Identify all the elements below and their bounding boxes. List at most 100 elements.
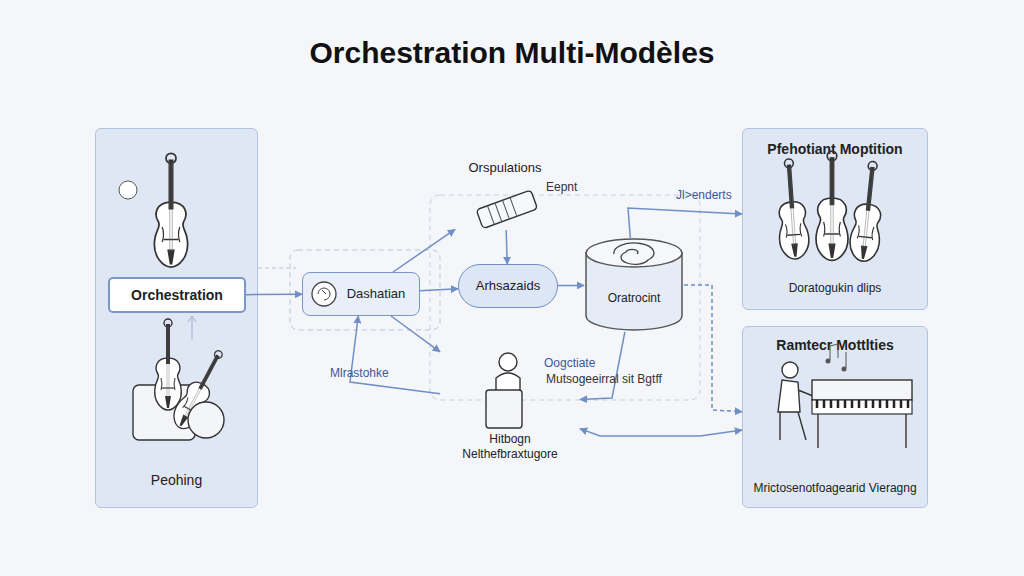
spiral-symbol bbox=[614, 243, 654, 264]
violin-strings bbox=[863, 169, 873, 248]
f-hole bbox=[785, 223, 801, 237]
round-icon-mark bbox=[318, 288, 330, 300]
storage-cylinder: Oratrocint bbox=[584, 238, 684, 332]
device-node: Orspulations bbox=[455, 160, 555, 230]
device-stripes bbox=[487, 198, 516, 225]
music-note-head bbox=[826, 359, 831, 364]
violin-bridge bbox=[825, 233, 839, 234]
dashed-frame bbox=[430, 195, 700, 400]
violin-bridge bbox=[184, 406, 194, 411]
instrument-case bbox=[133, 385, 195, 440]
violin-bridge bbox=[787, 234, 800, 236]
violin-strings bbox=[788, 167, 796, 246]
connector-arrow bbox=[628, 208, 742, 238]
f-hole bbox=[183, 398, 200, 414]
violin-bridge bbox=[859, 236, 872, 237]
violin-illustration bbox=[816, 151, 848, 260]
node-text: Orspulations bbox=[469, 160, 542, 176]
node-text: Mrictosenotfoagearid Vieragng bbox=[753, 481, 916, 495]
process-pill: Arhsazaids bbox=[458, 264, 558, 308]
violin-tailpiece bbox=[828, 244, 835, 258]
violin-neck bbox=[198, 355, 219, 390]
violin-body bbox=[155, 358, 182, 410]
person-body bbox=[778, 380, 818, 412]
violin-tailpiece bbox=[860, 245, 868, 259]
violin-body bbox=[777, 201, 810, 260]
output-panel: Ramtecr MottltiesMrictosenotfoagearid Vi… bbox=[742, 326, 928, 508]
person-body bbox=[496, 373, 520, 392]
piano-keys bbox=[812, 400, 912, 414]
violin-scroll bbox=[868, 161, 878, 171]
node-text: Ramtecr Mottlties bbox=[776, 337, 893, 354]
connector-arrow bbox=[558, 285, 584, 287]
edge-label: Jl>enderts bbox=[676, 188, 732, 202]
desk-box bbox=[486, 390, 522, 428]
process-box: Orchestration bbox=[108, 277, 246, 313]
drum-shape bbox=[188, 402, 224, 438]
f-hole bbox=[161, 378, 175, 390]
connector-arrow bbox=[393, 229, 455, 272]
violin-illustration bbox=[155, 319, 182, 410]
gear-icon bbox=[119, 181, 137, 199]
violin-neck bbox=[169, 160, 174, 210]
violin-illustration bbox=[848, 160, 888, 263]
violin-scroll bbox=[164, 319, 172, 327]
node-text: Hitbogn Nelthefbraxtugore bbox=[440, 432, 580, 461]
connector-arrow bbox=[420, 289, 458, 291]
annotation-label: Mutsogeeirral sit Bgtff bbox=[546, 372, 662, 386]
violin-scroll bbox=[784, 159, 793, 168]
diagram-title: Orchestration Multi-Modèles bbox=[0, 36, 1024, 70]
violin-scroll bbox=[166, 153, 176, 163]
violin-strings bbox=[184, 357, 218, 418]
violin-neck bbox=[787, 164, 794, 208]
node-text: Dashatian bbox=[347, 286, 406, 302]
violin-scroll bbox=[213, 349, 223, 359]
person-head bbox=[499, 353, 517, 371]
dashed-frame bbox=[290, 250, 440, 330]
connector-arrow bbox=[684, 285, 742, 412]
node-text: Orchestration bbox=[131, 287, 223, 304]
violin-illustration bbox=[154, 153, 187, 267]
output-panel: Pfehotiant MoptitionDoratogukin dlips bbox=[742, 128, 928, 310]
violin-strings bbox=[170, 162, 173, 252]
music-notes bbox=[830, 344, 846, 368]
node-text: Peohing bbox=[151, 472, 202, 489]
person-head bbox=[782, 362, 798, 378]
connector-arrow bbox=[391, 316, 440, 352]
violin-tailpiece bbox=[178, 414, 188, 427]
f-hole bbox=[824, 222, 841, 236]
node-text: Arhsazaids bbox=[476, 278, 540, 294]
music-note-head bbox=[842, 367, 847, 372]
violin-bridge bbox=[164, 239, 179, 241]
piano-top bbox=[812, 380, 912, 400]
violin-body bbox=[848, 203, 883, 263]
connector-arrow bbox=[580, 332, 625, 400]
round-icon bbox=[312, 282, 336, 306]
violin-body bbox=[154, 202, 187, 267]
node-text: Oratrocint bbox=[608, 291, 661, 305]
process-box: Dashatian bbox=[302, 272, 420, 316]
node-text: Doratogukin dlips bbox=[789, 281, 882, 295]
cylinder-shape bbox=[584, 238, 684, 332]
node-text: Pfehotiant Moptition bbox=[767, 141, 902, 158]
violin-illustration bbox=[774, 158, 810, 260]
f-hole bbox=[857, 225, 874, 240]
f-hole bbox=[162, 227, 180, 242]
device-body bbox=[476, 190, 537, 229]
violin-strings bbox=[167, 326, 169, 398]
dashed-line bbox=[258, 268, 296, 269]
connector-arrow bbox=[350, 316, 440, 394]
violin-strings bbox=[831, 160, 833, 246]
violin-neck bbox=[830, 157, 835, 205]
violin-body bbox=[168, 378, 213, 433]
violin-illustration bbox=[168, 345, 231, 433]
person-legs bbox=[780, 412, 806, 440]
edge-label: Oogctiate bbox=[544, 356, 595, 370]
agent-node: Hitbogn Nelthefbraxtugore bbox=[440, 345, 580, 461]
device-icon bbox=[476, 190, 537, 229]
connector-arrow bbox=[246, 294, 302, 296]
violin-tailpiece bbox=[167, 250, 175, 265]
violin-body bbox=[816, 198, 848, 260]
tool-panel: Peohing Orchestration bbox=[95, 128, 258, 508]
violin-neck bbox=[166, 324, 170, 364]
